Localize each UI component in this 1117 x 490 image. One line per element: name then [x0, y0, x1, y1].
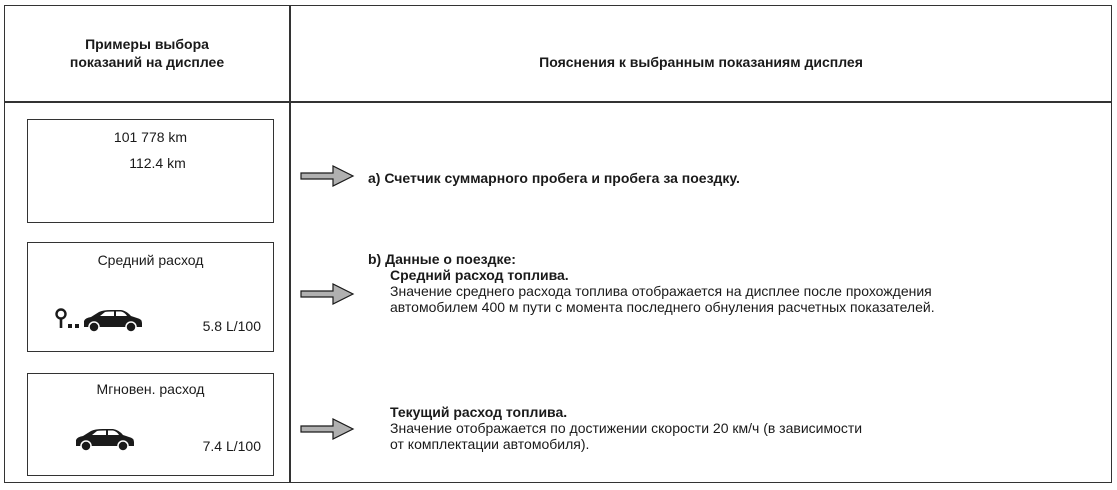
- header-right: Пояснения к выбранным показаниям дисплея: [539, 54, 863, 70]
- trip-data-heading: b) Данные о поездке:: [368, 251, 516, 267]
- arrow-right-icon: [300, 283, 355, 305]
- instant-consumption-heading: Текущий расход топлива.: [390, 404, 568, 420]
- odometer-total: 101 778 km: [113, 129, 188, 145]
- average-consumption-text-1: Значение среднего расхода топлива отобра…: [390, 283, 932, 299]
- pin-dots-car-icon: [55, 308, 142, 333]
- display-odometer: 101 778 km 112.4 km: [27, 119, 274, 223]
- display-average-consumption: Средний расход 5.8 L/100: [27, 242, 274, 352]
- instant-consumption-value: 7.4 L/100: [202, 438, 261, 454]
- odometer-trip: 112.4 km: [129, 155, 186, 171]
- average-consumption-text-2: автомобилем 400 м пути с момента последн…: [390, 299, 935, 315]
- instant-consumption-text-2: от комплектации автомобиля).: [390, 436, 590, 452]
- average-consumption-title: Средний расход: [97, 252, 204, 268]
- header-left-line2: показаний на дисплее: [69, 54, 225, 70]
- average-consumption-value: 5.8 L/100: [202, 318, 261, 334]
- header-divider: [5, 101, 1111, 103]
- explanation-instant-consumption: Текущий расход топлива. Значение отображ…: [368, 404, 862, 452]
- instant-consumption-text-1: Значение отображается по достижении скор…: [390, 420, 863, 436]
- arrow-right-icon: [300, 418, 355, 440]
- header-left-line1: Примеры выбора: [85, 36, 209, 52]
- car-icon: [76, 429, 134, 452]
- display-instant-consumption: Мгновен. расход 7.4 L/100: [27, 373, 274, 476]
- average-consumption-heading: Средний расход топлива.: [390, 267, 569, 283]
- arrow-right-icon: [300, 165, 355, 187]
- header-left: Примеры выбора показаний на дисплее: [5, 35, 289, 71]
- instant-consumption-title: Мгновен. расход: [96, 381, 205, 397]
- explanation-trip-data: b) Данные о поездке: Средний расход топл…: [368, 251, 935, 315]
- explanation-odometer: a) Счетчик суммарного пробега и пробега …: [368, 170, 740, 186]
- info-table: Примеры выбора показаний на дисплее Пояс…: [4, 5, 1112, 483]
- column-divider: [289, 6, 291, 482]
